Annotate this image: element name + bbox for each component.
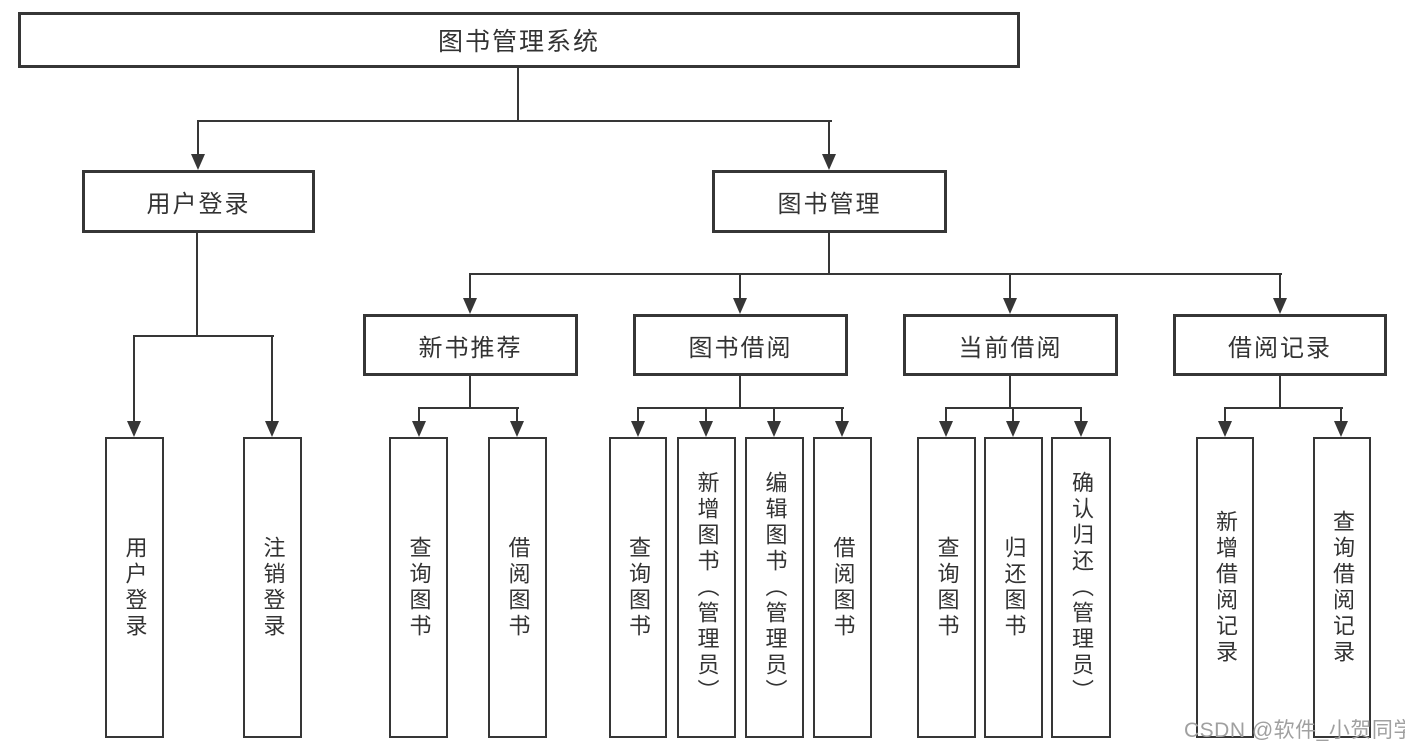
connector-line-horizontal: [637, 407, 844, 409]
connector-line-vertical: [1012, 407, 1014, 423]
csdn-watermark: CSDN @软件_小贺同学: [1184, 719, 1405, 742]
arrowhead-down-icon: [939, 421, 953, 437]
arrowhead-down-icon: [767, 421, 781, 437]
arrowhead-down-icon: [835, 421, 849, 437]
node-label: 用户登录: [122, 535, 148, 640]
leaf-user-login: 用户登录: [105, 437, 164, 738]
connector-line-vertical: [739, 273, 741, 300]
node-label: 图书管理: [777, 191, 882, 218]
node-label: 借阅图书: [505, 535, 531, 640]
node-label: 当前借阅: [958, 334, 1063, 362]
node-current-borrow: 当前借阅: [903, 314, 1118, 376]
node-label: 借阅记录: [1228, 334, 1332, 362]
arrowhead-down-icon: [510, 421, 524, 437]
connector-line-vertical: [196, 231, 198, 337]
connector-line-vertical: [1224, 407, 1226, 423]
connector-line-vertical: [1080, 407, 1082, 423]
node-label: 编辑图书（管理员）: [762, 470, 788, 705]
connector-line-vertical: [637, 407, 639, 423]
arrowhead-down-icon: [191, 154, 205, 170]
connector-line-horizontal: [197, 120, 832, 122]
connector-line-vertical: [197, 120, 199, 156]
node-user-login: 用户登录: [82, 170, 315, 233]
arrowhead-down-icon: [463, 298, 477, 314]
connector-line-vertical: [469, 374, 471, 409]
connector-line-vertical: [1340, 407, 1342, 423]
arrowhead-down-icon: [1273, 298, 1287, 314]
leaf-return-books: 归还图书: [984, 437, 1043, 738]
arrowhead-down-icon: [1218, 421, 1232, 437]
connector-line-horizontal: [418, 407, 519, 409]
connector-line-vertical: [841, 407, 843, 423]
connector-line-vertical: [828, 120, 830, 156]
leaf-edit-books-admin: 编辑图书（管理员）: [745, 437, 804, 738]
connector-line-vertical: [705, 407, 707, 423]
node-label: 新增图书（管理员）: [694, 470, 720, 705]
connector-line-vertical: [516, 407, 518, 423]
node-label: 查询借阅记录: [1330, 509, 1355, 666]
connector-line-vertical: [469, 273, 471, 300]
node-borrow-records: 借阅记录: [1173, 314, 1387, 376]
connector-line-horizontal: [469, 273, 1282, 275]
arrowhead-down-icon: [265, 421, 279, 437]
node-book-management: 图书管理: [712, 170, 947, 233]
leaf-borrow-books-recommend: 借阅图书: [488, 437, 547, 738]
connector-line-vertical: [773, 407, 775, 423]
leaf-add-borrow-record: 新增借阅记录: [1196, 437, 1254, 738]
arrowhead-down-icon: [1074, 421, 1088, 437]
connector-line-vertical: [828, 231, 830, 275]
leaf-query-books-current: 查询图书: [917, 437, 976, 738]
node-label: 用户登录: [146, 191, 251, 218]
arrowhead-down-icon: [1003, 298, 1017, 314]
node-library-management-system: 图书管理系统: [18, 12, 1020, 68]
arrowhead-down-icon: [699, 421, 713, 437]
node-label: 归还图书: [1001, 535, 1027, 640]
arrowhead-down-icon: [631, 421, 645, 437]
connector-line-vertical: [739, 374, 741, 409]
leaf-add-books-admin: 新增图书（管理员）: [677, 437, 736, 738]
connector-line-horizontal: [1224, 407, 1343, 409]
connector-line-vertical: [271, 335, 273, 423]
node-label: 图书管理系统: [437, 28, 600, 56]
leaf-query-books-borrow: 查询图书: [609, 437, 667, 738]
connector-line-vertical: [133, 335, 135, 423]
node-label: 确认归还（管理员）: [1069, 470, 1094, 705]
node-label: 借阅图书: [830, 535, 856, 640]
node-book-borrow: 图书借阅: [633, 314, 848, 376]
connector-line-vertical: [1279, 374, 1281, 409]
connector-line-vertical: [418, 407, 420, 423]
connector-line-vertical: [1279, 273, 1281, 300]
arrowhead-down-icon: [127, 421, 141, 437]
node-label: 查询图书: [934, 535, 960, 640]
leaf-borrow-books: 借阅图书: [813, 437, 872, 738]
arrowhead-down-icon: [412, 421, 426, 437]
node-label: 注销登录: [260, 535, 286, 640]
leaf-query-books-recommend: 查询图书: [389, 437, 448, 738]
node-new-book-recommend: 新书推荐: [363, 314, 578, 376]
connector-line-vertical: [945, 407, 947, 423]
node-label: 图书借阅: [688, 334, 793, 362]
node-label: 新增借阅记录: [1213, 509, 1238, 666]
connector-line-vertical: [517, 66, 519, 122]
arrowhead-down-icon: [1334, 421, 1348, 437]
arrowhead-down-icon: [822, 154, 836, 170]
arrowhead-down-icon: [733, 298, 747, 314]
connector-line-vertical: [1009, 273, 1011, 300]
leaf-confirm-return-admin: 确认归还（管理员）: [1051, 437, 1111, 738]
arrowhead-down-icon: [1006, 421, 1020, 437]
leaf-query-borrow-record: 查询借阅记录: [1313, 437, 1371, 738]
connector-line-vertical: [1009, 374, 1011, 409]
node-label: 查询图书: [406, 535, 432, 640]
leaf-logout: 注销登录: [243, 437, 302, 738]
connector-line-horizontal: [133, 335, 274, 337]
node-label: 查询图书: [626, 535, 651, 640]
node-label: 新书推荐: [418, 334, 523, 362]
